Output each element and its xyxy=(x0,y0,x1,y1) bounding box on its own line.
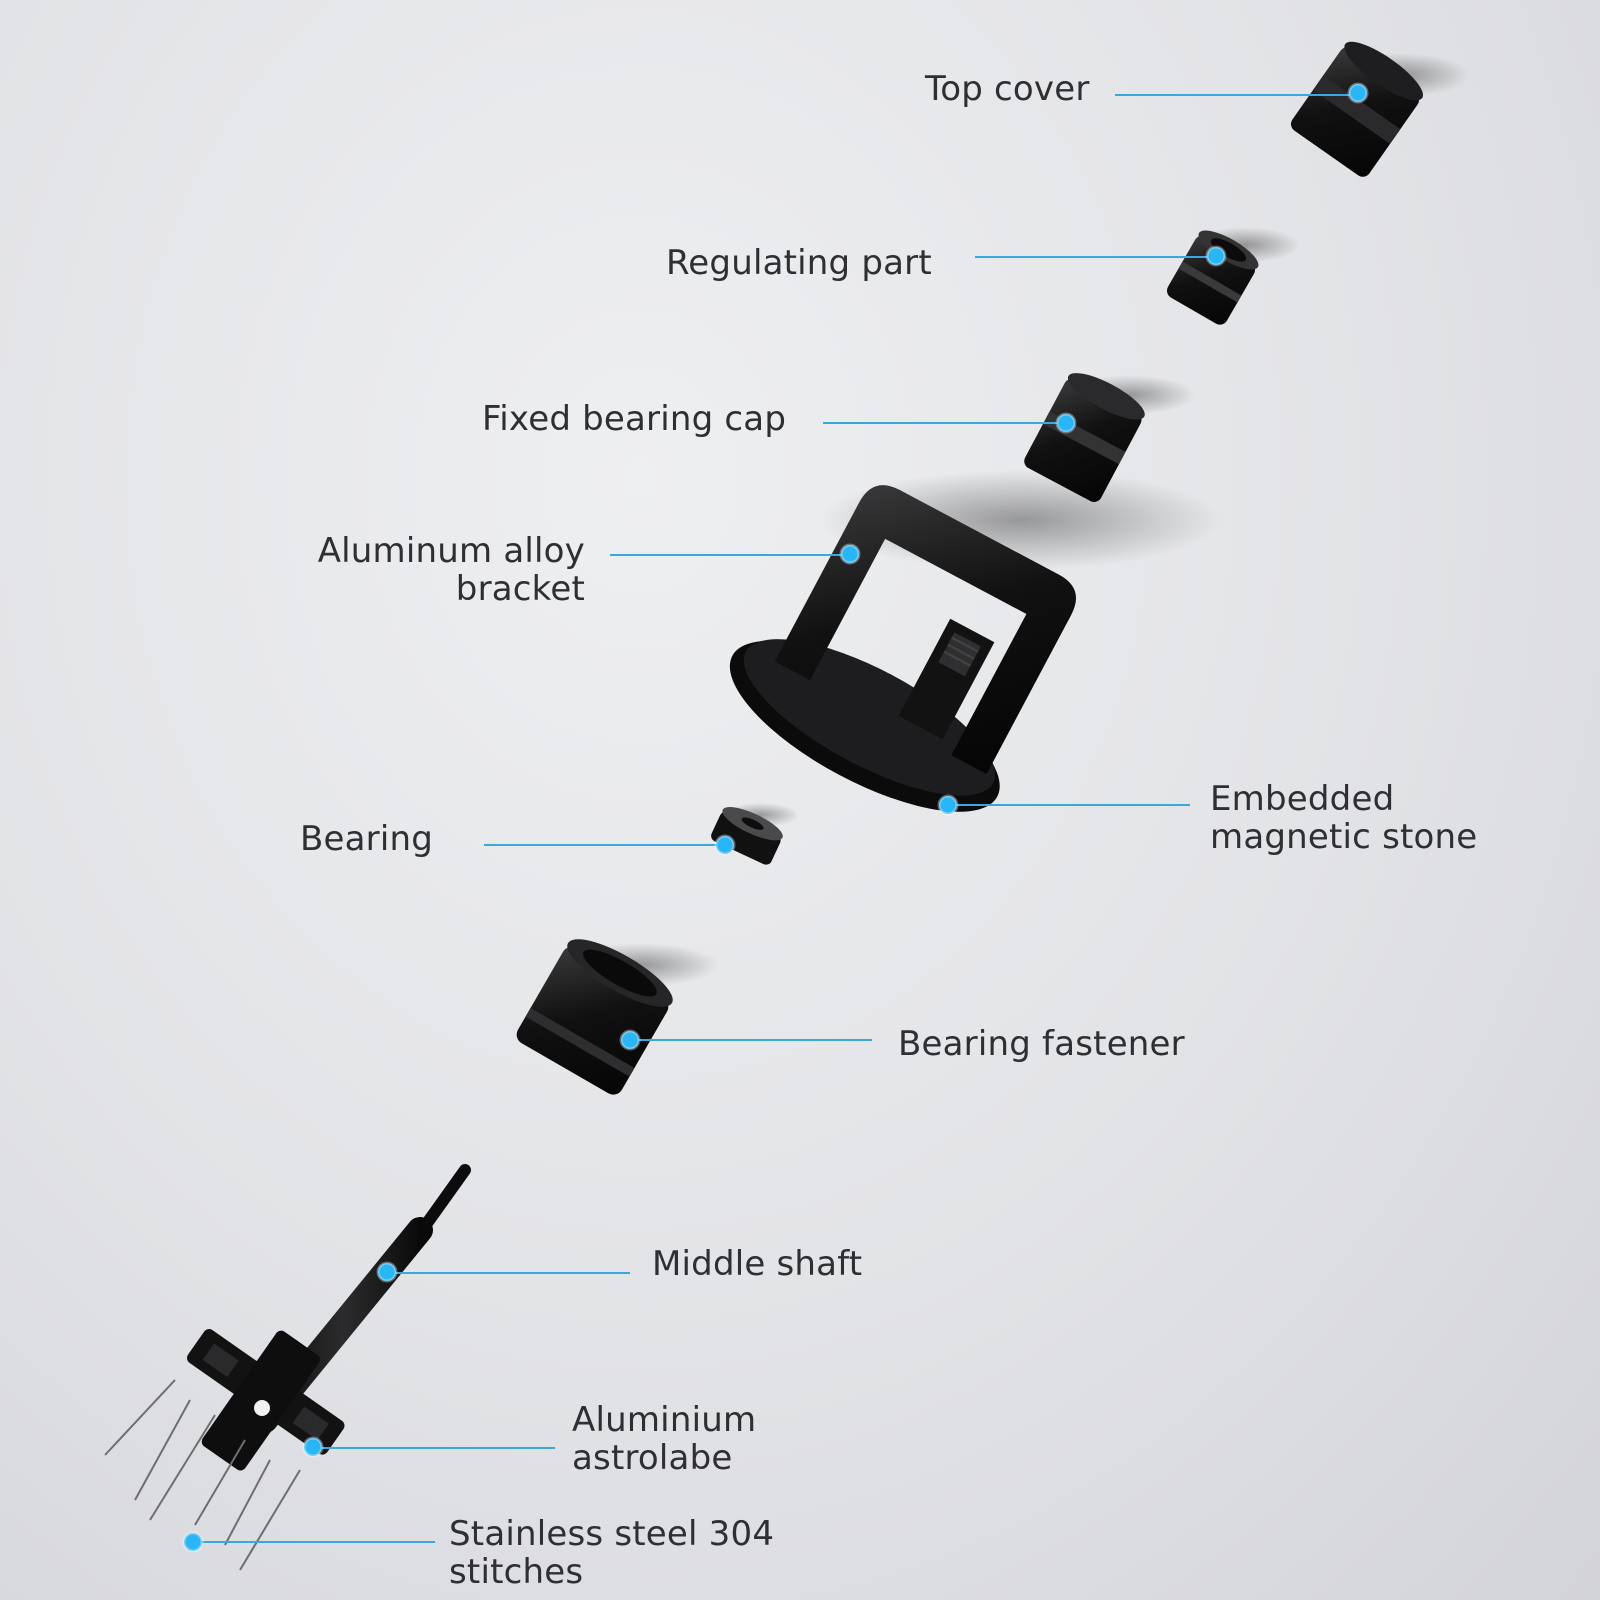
label-embedded-magnetic-stone-line1: Embedded xyxy=(1210,779,1395,819)
label-aluminium-astrolabe: Aluminium astrolabe xyxy=(572,1401,756,1477)
label-aluminum-alloy-bracket-line2: bracket xyxy=(455,569,585,609)
label-bearing: Bearing xyxy=(300,820,433,858)
label-bearing-fastener-text: Bearing fastener xyxy=(898,1024,1185,1064)
dot-fixed-bearing-cap xyxy=(1055,412,1077,434)
dot-aluminum-alloy-bracket xyxy=(839,543,861,565)
label-regulating-part: Regulating part xyxy=(666,244,932,282)
label-bearing-text: Bearing xyxy=(300,819,434,859)
label-aluminium-astrolabe-line1: Aluminium xyxy=(572,1400,757,1440)
dot-aluminium-astrolabe xyxy=(302,1436,324,1458)
dot-bearing-fastener xyxy=(619,1029,641,1051)
top-cover-part xyxy=(1290,41,1470,177)
label-stainless-steel-stitches-line2: stitches xyxy=(449,1552,584,1592)
label-bearing-fastener: Bearing fastener xyxy=(898,1025,1185,1063)
regulating-part xyxy=(1166,227,1300,325)
label-aluminium-astrolabe-line2: astrolabe xyxy=(572,1438,733,1478)
label-middle-shaft-text: Middle shaft xyxy=(652,1244,863,1284)
label-top-cover: Top cover xyxy=(925,70,1090,108)
label-stainless-steel-stitches: Stainless steel 304 stitches xyxy=(449,1515,774,1591)
label-fixed-bearing-cap: Fixed bearing cap xyxy=(482,400,786,438)
dot-middle-shaft xyxy=(376,1261,398,1283)
aluminium-astrolabe-part xyxy=(186,1329,345,1471)
dot-top-cover xyxy=(1347,82,1369,104)
bearing-part xyxy=(711,803,800,865)
dot-stainless-steel-stitches xyxy=(182,1531,204,1553)
dot-bearing xyxy=(714,834,736,856)
label-aluminum-alloy-bracket-line1: Aluminum alloy xyxy=(317,531,585,571)
marker-dots xyxy=(182,82,1369,1553)
leader-lines xyxy=(193,94,1358,1543)
label-regulating-part-text: Regulating part xyxy=(666,243,932,283)
dot-regulating-part xyxy=(1205,245,1227,267)
aluminum-alloy-bracket-part xyxy=(729,470,1220,812)
dot-embedded-magnetic-stone xyxy=(937,794,959,816)
stainless-steel-stitches-part xyxy=(104,1379,301,1571)
label-stainless-steel-stitches-line1: Stainless steel 304 xyxy=(449,1514,775,1554)
label-middle-shaft: Middle shaft xyxy=(652,1245,862,1283)
bearing-fastener-part xyxy=(516,939,720,1095)
label-embedded-magnetic-stone-line2: magnetic stone xyxy=(1210,817,1478,857)
label-fixed-bearing-cap-text: Fixed bearing cap xyxy=(482,399,787,439)
label-top-cover-text: Top cover xyxy=(925,69,1090,109)
label-aluminum-alloy-bracket: Aluminum alloy bracket xyxy=(318,532,585,608)
label-embedded-magnetic-stone: Embedded magnetic stone xyxy=(1210,780,1477,856)
